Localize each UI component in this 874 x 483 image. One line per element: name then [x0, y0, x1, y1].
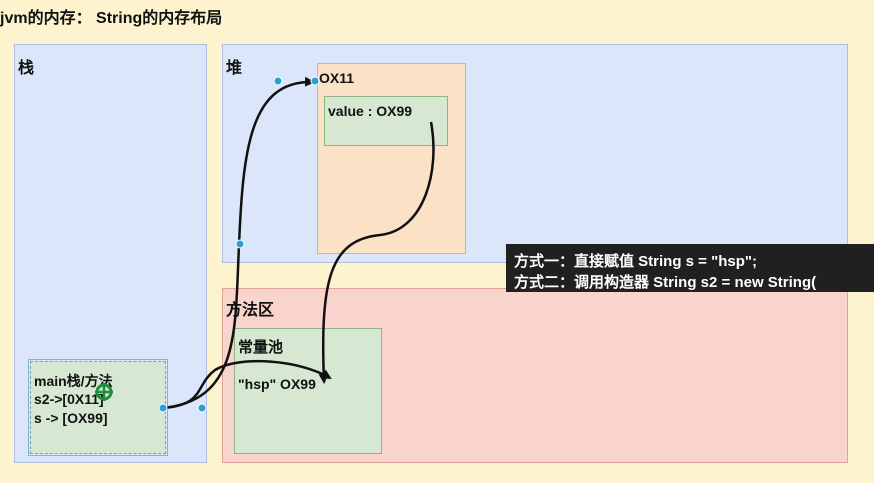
arrow-handle[interactable] [158, 403, 168, 413]
diagram-title: jvm的内存： String的内存布局 [0, 10, 223, 27]
stack-label: 栈 [18, 60, 35, 77]
caption-line-1: 方式一：直接赋值 String s = "hsp"; [514, 253, 757, 270]
constant-pool-label: 常量池 [238, 339, 284, 356]
constant-pool-box[interactable] [234, 328, 382, 454]
heap-object-address: OX11 [319, 70, 355, 86]
value-field-text: value : OX99 [328, 103, 413, 119]
caption-line-2: 方式二：调用构造器 String s2 = new String( [514, 274, 817, 291]
method-area-label: 方法区 [226, 302, 275, 319]
heap-object-box[interactable] [317, 63, 466, 254]
arrow-handle[interactable] [235, 239, 245, 249]
arrow-handle[interactable] [310, 76, 320, 86]
heap-label: 堆 [226, 60, 243, 77]
arrow-handle[interactable] [197, 403, 207, 413]
value-field-box[interactable] [324, 96, 448, 146]
stack-frame-title: main栈/方法 [34, 373, 113, 389]
caption-overlay [506, 244, 874, 292]
stack-frame-s2: s2->[0X11] [34, 391, 104, 407]
constant-pool-entry: "hsp" OX99 [238, 376, 316, 392]
value-reference-arrow[interactable] [318, 121, 435, 384]
arrow-handle[interactable] [273, 76, 283, 86]
move-cursor-icon [95, 383, 113, 401]
main-stack-frame-box[interactable] [28, 359, 168, 456]
stack-frame-s: s -> [OX99] [34, 410, 108, 426]
s-reference-arrow[interactable] [162, 359, 332, 410]
